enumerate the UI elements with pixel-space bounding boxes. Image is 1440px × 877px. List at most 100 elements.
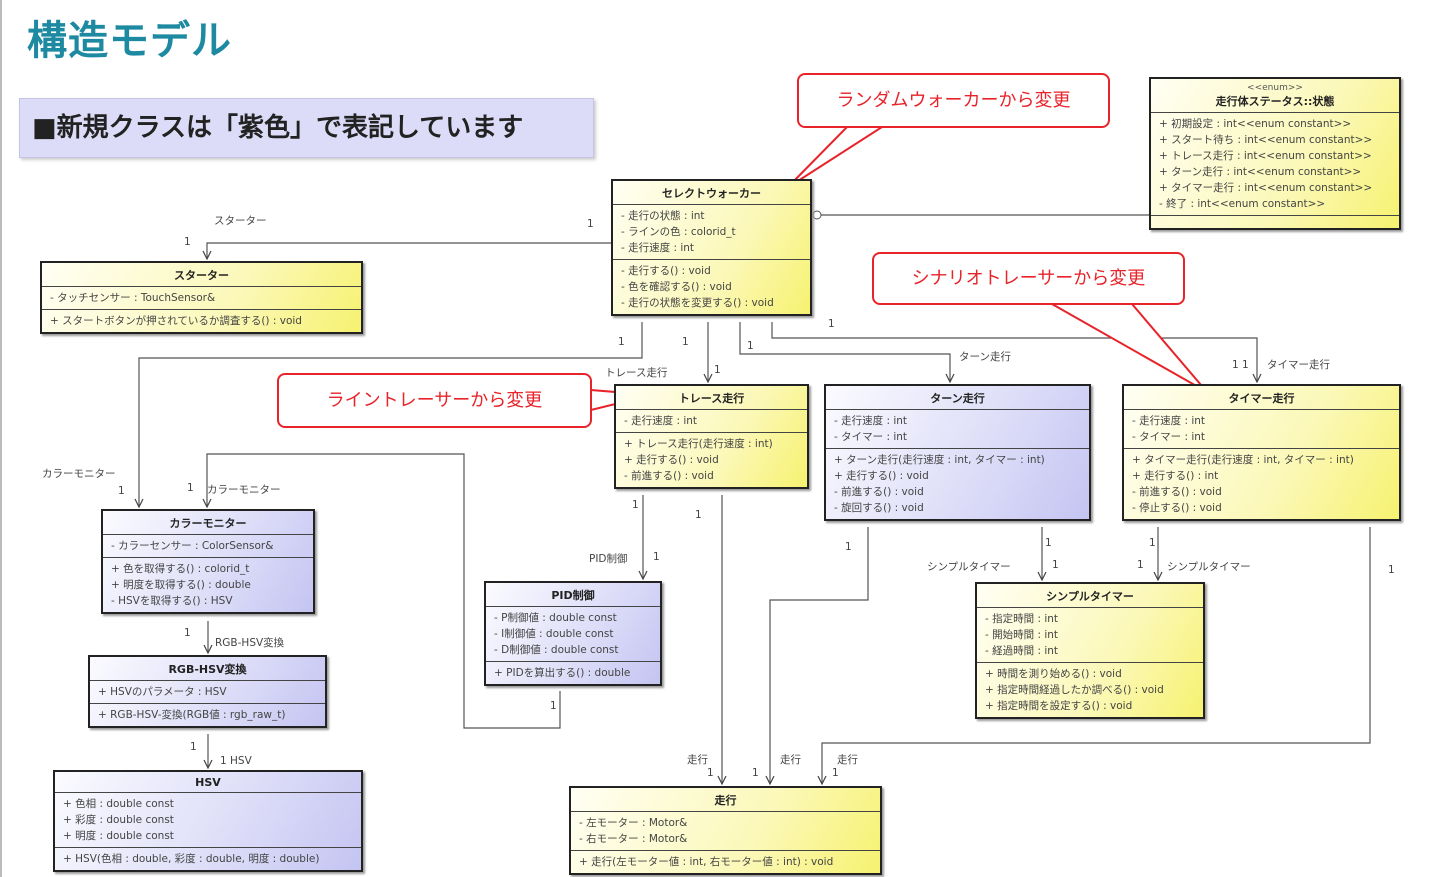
nesting-circle-icon <box>812 210 822 220</box>
class-operation: + タイマー走行(走行速度 : int, タイマー : int) <box>1132 454 1354 466</box>
association-line <box>771 322 1257 382</box>
class-name: PID制御 <box>486 583 660 607</box>
class-box-enum[interactable]: <<enum>>走行体ステータス::状態+ 初期設定 : int<<enum c… <box>1149 77 1401 230</box>
class-box-hsv[interactable]: HSV + 色相 : double const+ 彩度 : double cons… <box>53 770 363 872</box>
class-operation: - 前進する() : void <box>1132 486 1222 498</box>
class-attribute: - 指定時間 : int <box>985 613 1059 625</box>
class-box-pid[interactable]: PID制御 - P制御値 : double const - I制御値 : doubl… <box>484 581 662 686</box>
class-attribute: - ラインの色 : colorid_t <box>621 226 736 238</box>
class-box-color[interactable]: カラーモニター- カラーセンサー : ColorSensor&+ 色を取得する(… <box>101 509 315 614</box>
class-name-text: PID制御 <box>551 589 595 602</box>
operations-compartment: + スタートボタンが押されているか調査する() : void <box>42 310 361 332</box>
class-name-text: トレース走行 <box>678 392 745 405</box>
attributes-compartment: - 走行速度 : int- タイマー : int <box>1124 410 1399 449</box>
class-box-rgbhsv[interactable]: RGB-HSV変換 + HSVのパラメータ : HSV + RGB-HSV-変換(R… <box>88 655 327 728</box>
multiplicity-label: 1 <box>1149 537 1156 549</box>
association-line <box>739 322 950 382</box>
class-box-trace[interactable]: トレース走行- 走行速度 : int+ トレース走行(走行速度 : int)+ … <box>614 384 809 489</box>
class-attribute: - P制御値 : double const <box>494 612 617 624</box>
attributes-compartment: - 指定時間 : int- 開始時間 : int- 経過時間 : int <box>977 608 1203 663</box>
operations-compartment: + ターン走行(走行速度 : int, タイマー : int)+ 走行する() … <box>826 449 1089 519</box>
class-operation: - 停止する() : void <box>1132 502 1222 514</box>
class-name: トレース走行 <box>616 386 807 410</box>
class-operation: - 走行する() : void <box>621 265 711 277</box>
association-line <box>770 527 869 784</box>
attributes-compartment: - P制御値 : double const - I制御値 : double con… <box>486 607 660 662</box>
class-attribute: + トレース走行 : int<<enum constant>> <box>1159 150 1372 162</box>
class-operation: + トレース走行(走行速度 : int) <box>624 438 773 450</box>
subtitle-banner: ■新規クラスは「紫色」で表記しています <box>19 98 594 158</box>
multiplicity-label: 1 <box>714 364 721 376</box>
attributes-compartment: + HSVのパラメータ : HSV <box>90 681 325 704</box>
class-operation: + 走行(左モーター値 : int, 右モーター値 : int) : void <box>579 856 834 868</box>
class-name-text: シンプルタイマー <box>1046 590 1134 603</box>
class-operation: - 前進する() : void <box>624 470 714 482</box>
class-operation: + 指定時間を設定する() : void <box>985 700 1133 712</box>
class-name-text: HSV <box>195 776 221 789</box>
multiplicity-label: 1 <box>1388 564 1395 576</box>
role-label: カラーモニター <box>42 468 116 480</box>
class-operation: + 走行する() : void <box>624 454 719 466</box>
attributes-compartment: - 走行の状態 : int- ラインの色 : colorid_t- 走行速度 :… <box>613 205 810 260</box>
class-name: ターン走行 <box>826 386 1089 410</box>
class-name-text: 走行体ステータス::状態 <box>1215 95 1335 108</box>
operations-compartment: + RGB-HSV-変換(RGB値 : rgb_raw_t) <box>90 704 325 726</box>
callout-note: ライントレーサーから変更 <box>277 373 592 428</box>
role-label: 走行 <box>687 754 708 766</box>
operations-compartment <box>1151 216 1399 228</box>
class-attribute: - タッチセンサー : TouchSensor& <box>50 292 216 304</box>
class-attribute: + 明度 : double const <box>63 830 174 842</box>
class-box-simple[interactable]: シンプルタイマー - 指定時間 : int- 開始時間 : int- 経過時間 :… <box>975 582 1205 719</box>
role-label: トレース走行 <box>605 367 668 379</box>
role-label: RGB-HSV変換 <box>215 637 285 649</box>
class-stereotype: <<enum>> <box>1247 83 1303 93</box>
class-attribute: - I制御値 : double const <box>494 628 614 640</box>
attributes-compartment: + 色相 : double const+ 彩度 : double const+ … <box>55 793 361 848</box>
multiplicity-label: 1 <box>184 627 191 639</box>
class-name-text: ターン走行 <box>930 392 985 405</box>
class-attribute: + タイマー走行 : int<<enum constant>> <box>1159 182 1373 194</box>
class-box-turn[interactable]: ターン走行- 走行速度 : int- タイマー : int+ ターン走行(走行速… <box>824 384 1091 521</box>
class-operation: - 旋回する() : void <box>834 502 924 514</box>
operations-compartment: + タイマー走行(走行速度 : int, タイマー : int)+ 走行する()… <box>1124 449 1399 519</box>
class-operation: + 色を取得する() : colorid_t <box>111 563 250 575</box>
page-title: 構造モデル <box>27 18 232 64</box>
operations-compartment: + PIDを算出する() : double <box>486 662 660 684</box>
operations-compartment: + トレース走行(走行速度 : int) + 走行する() : void - 前進す… <box>616 433 807 487</box>
class-operation: + 指定時間経過したか調べる() : void <box>985 684 1164 696</box>
attributes-compartment: - タッチセンサー : TouchSensor& <box>42 287 361 310</box>
class-attribute: - 走行速度 : int <box>834 415 908 427</box>
multiplicity-label: 1 <box>828 318 835 330</box>
association-line <box>207 242 611 259</box>
class-box-selector[interactable]: セレクトウォーカー - 走行の状態 : int- ラインの色 : colorid_… <box>611 179 812 316</box>
role-label: スターター <box>214 215 267 227</box>
class-box-timer[interactable]: タイマー走行- 走行速度 : int- タイマー : int+ タイマー走行(走… <box>1122 384 1401 521</box>
class-operation: + スタートボタンが押されているか調査する() : void <box>50 315 302 327</box>
class-name-text: セレクトウォーカー <box>662 187 761 200</box>
operations-compartment: + 時間を測り始める() : void+ 指定時間経過したか調べる() : vo… <box>977 663 1203 717</box>
multiplicity-label: 1 <box>1137 559 1144 571</box>
association-line <box>207 453 561 729</box>
class-attribute: - 経過時間 : int <box>985 645 1059 657</box>
class-name: タイマー走行 <box>1124 386 1399 410</box>
class-attribute: - D制御値 : double const <box>494 644 619 656</box>
association-line <box>139 322 643 507</box>
callout-note: ランダムウォーカーから変更 <box>797 73 1110 128</box>
class-name: 走行 <box>571 788 880 812</box>
class-name-text: スターター <box>174 269 229 282</box>
multiplicity-label: 1 <box>707 767 714 779</box>
class-name-text: RGB-HSV変換 <box>168 663 247 676</box>
class-box-drive[interactable]: 走行- 左モーター : Motor&- 右モーター : Motor&+ 走行(左… <box>569 786 882 875</box>
operations-compartment: + 色を取得する() : colorid_t + 明度を取得する() : doub… <box>103 558 313 612</box>
class-attribute: + 色相 : double const <box>63 798 174 810</box>
class-box-starter[interactable]: スターター - タッチセンサー : TouchSensor& + スタートボタンが押… <box>40 261 363 334</box>
multiplicity-label: 1 <box>752 767 759 779</box>
class-operation: + 明度を取得する() : double <box>111 579 251 591</box>
role-label: カラーモニター <box>207 484 281 496</box>
class-name: HSV <box>55 772 361 793</box>
class-attribute: + HSVのパラメータ : HSV <box>98 686 227 698</box>
class-name-text: カラーモニター <box>169 517 247 530</box>
multiplicity-label: 1 <box>632 499 639 511</box>
operations-compartment: + 走行(左モーター値 : int, 右モーター値 : int) : void <box>571 851 880 873</box>
multiplicity-label: 1 <box>550 700 557 712</box>
